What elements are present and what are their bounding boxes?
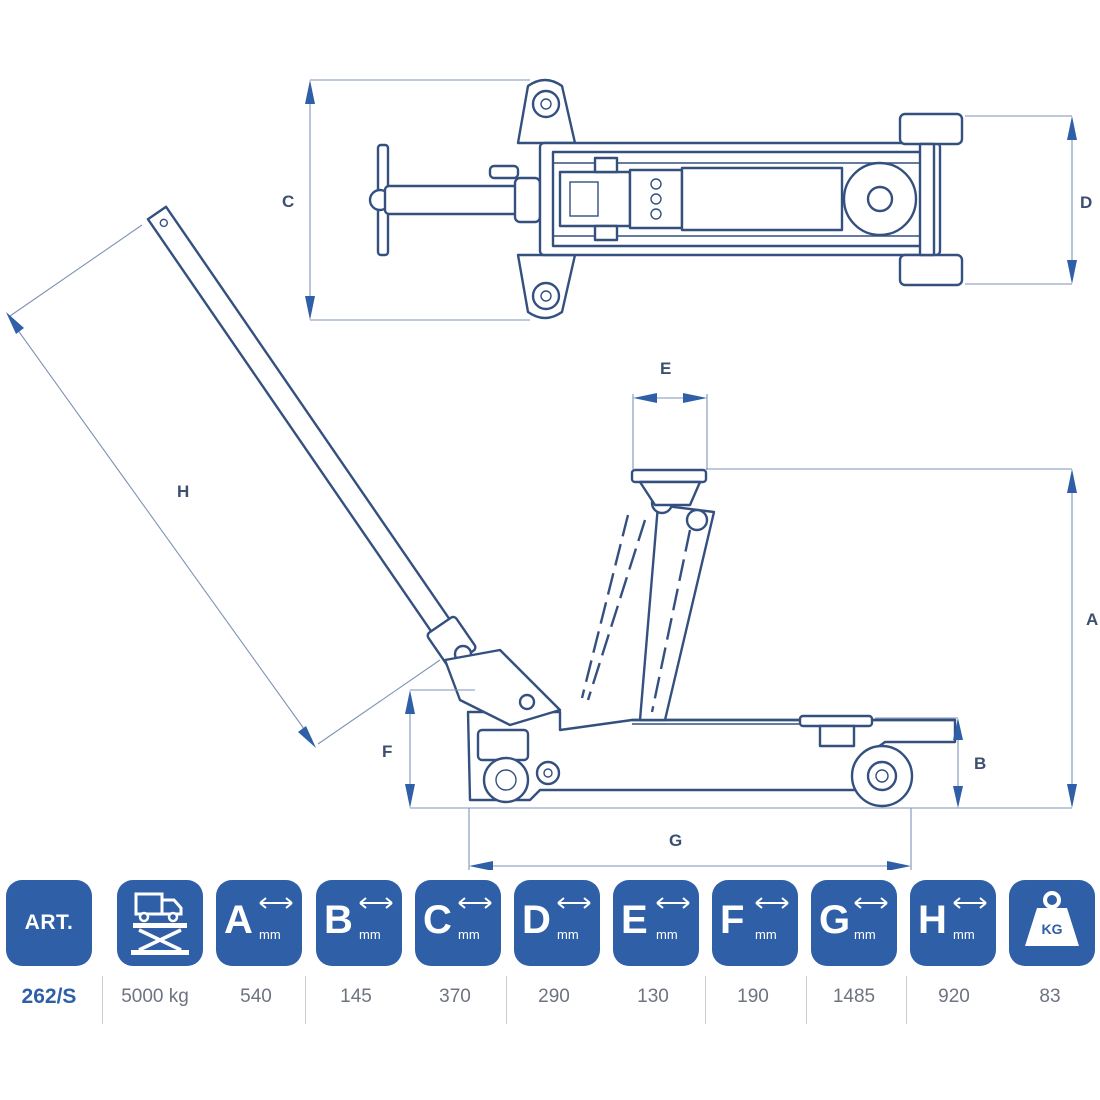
dim-b-tile: B mm (316, 880, 402, 966)
value-b: 145 (340, 986, 372, 1007)
technical-drawing: C D E A B F G H (6, 78, 1098, 870)
dim-d-tile: D mm (514, 880, 600, 966)
double-arrow-icon (854, 897, 888, 909)
separator (806, 976, 807, 1024)
tile-letter-e: E (621, 898, 648, 942)
double-arrow-icon (656, 897, 690, 909)
top-view (368, 78, 964, 320)
dimension-lines (6, 79, 1077, 870)
lift-capacity-icon (131, 892, 189, 955)
separator (906, 976, 907, 1024)
dim-h-tile: H mm (910, 880, 996, 966)
tile-letter-g: G (819, 898, 851, 942)
value-f: 190 (737, 986, 769, 1007)
dim-label-b: B (974, 754, 986, 773)
value-weight: 83 (1039, 986, 1061, 1007)
double-arrow-icon (557, 897, 591, 909)
weight-tile: KG (1009, 880, 1095, 966)
double-arrow-icon (359, 897, 393, 909)
tile-unit-g: mm (854, 927, 876, 942)
value-h: 920 (938, 986, 970, 1007)
separator (705, 976, 706, 1024)
tile-letter-b: B (324, 898, 353, 942)
dim-label-g: G (669, 831, 682, 850)
separator (305, 976, 306, 1024)
capacity-tile (117, 880, 203, 966)
tile-unit-c: mm (458, 927, 480, 942)
weight-icon (1025, 891, 1079, 946)
separator (506, 976, 507, 1024)
value-g: 1485 (832, 986, 876, 1007)
dim-label-d: D (1080, 193, 1092, 212)
tile-letter-d: D (522, 898, 551, 942)
side-view (146, 205, 957, 808)
dim-c-tile: C mm (415, 880, 501, 966)
dim-label-h: H (177, 482, 189, 501)
double-arrow-icon (259, 897, 293, 909)
tile-letter-a: A (224, 898, 253, 942)
separator (102, 976, 103, 1024)
dim-label-a: A (1086, 610, 1098, 629)
dim-g-tile: G mm (811, 880, 897, 966)
tile-letter-h: H (918, 898, 947, 942)
dim-e-tile: E mm (613, 880, 699, 966)
spec-values-row: 262/S 5000 kg 540 145 370 290 130 190 14… (0, 974, 1100, 1026)
art-label: ART. (24, 911, 74, 934)
weight-label: KG (1041, 921, 1063, 937)
dim-label-c: C (282, 192, 294, 211)
double-arrow-icon (755, 897, 789, 909)
dim-label-f: F (382, 742, 392, 761)
tile-unit-b: mm (359, 927, 381, 942)
value-art: 262/S (21, 985, 77, 1008)
tile-unit-h: mm (953, 927, 975, 942)
value-d: 290 (538, 986, 570, 1007)
tile-letter-f: F (720, 898, 745, 942)
value-c: 370 (439, 986, 471, 1007)
tile-unit-f: mm (755, 927, 777, 942)
value-e: 130 (637, 986, 669, 1007)
value-a: 540 (240, 986, 272, 1007)
double-arrow-icon (953, 897, 987, 909)
dim-label-e: E (660, 359, 671, 378)
dim-a-tile: A mm (216, 880, 302, 966)
value-capacity: 5000 kg (121, 986, 189, 1007)
double-arrow-icon (458, 897, 492, 909)
tile-unit-d: mm (557, 927, 579, 942)
tile-letter-c: C (423, 898, 452, 942)
spec-header-row: ART. A mm B mm C mm D mm E mm (0, 880, 1100, 970)
art-tile: ART. (6, 880, 92, 966)
dim-f-tile: F mm (712, 880, 798, 966)
tile-unit-e: mm (656, 927, 678, 942)
tile-unit-a: mm (259, 927, 281, 942)
